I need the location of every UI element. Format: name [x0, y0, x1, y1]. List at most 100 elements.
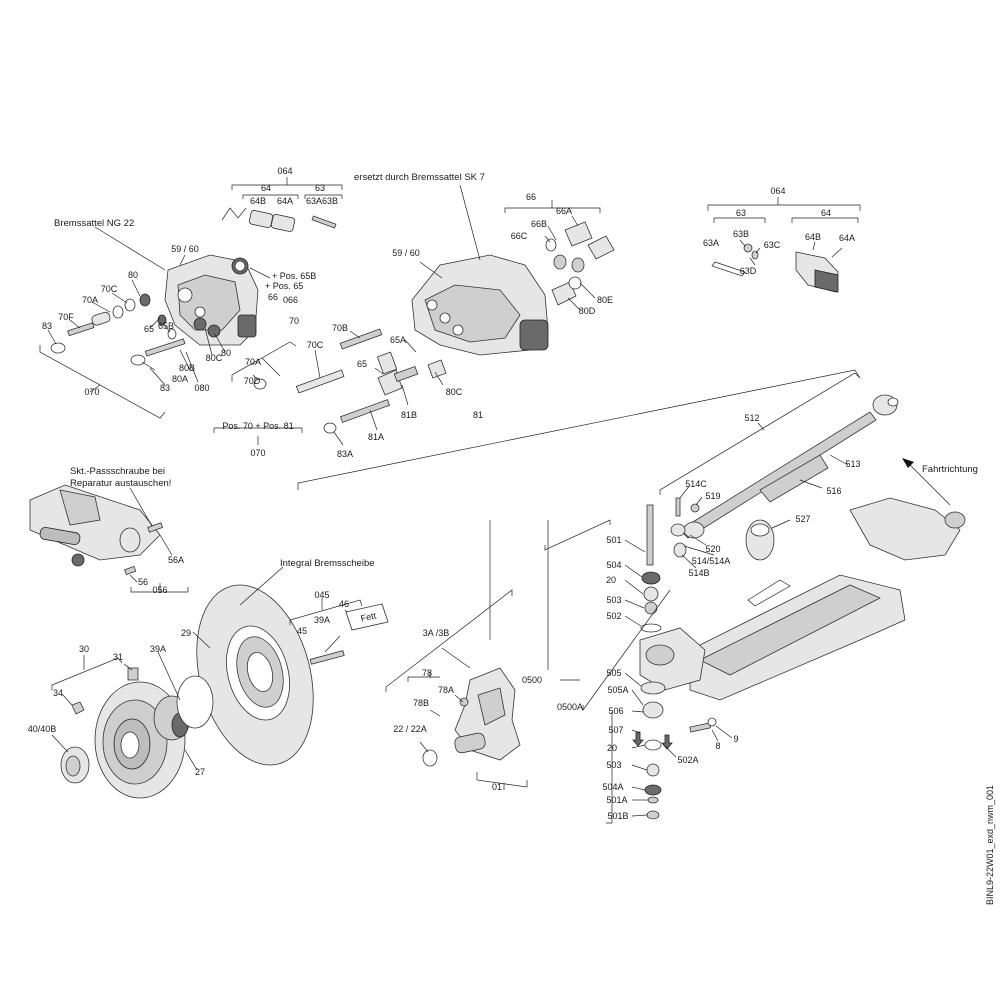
seal-ring: [644, 739, 662, 751]
document-id: BINL9-22W01_exd_nwm_001: [985, 785, 995, 905]
label-83: 83: [42, 321, 52, 331]
brake-pad: [270, 214, 296, 232]
label-63C: 63C: [764, 240, 781, 250]
label-31: 31: [113, 652, 123, 662]
label-66B: 66B: [531, 219, 547, 229]
label-27: 27: [195, 767, 205, 777]
label-502: 502: [606, 611, 621, 621]
cover: [640, 681, 666, 695]
label-63: 63: [736, 208, 746, 218]
label-80E: 80E: [597, 295, 613, 305]
label-78: 78: [422, 668, 432, 678]
bushing: [545, 238, 557, 252]
label-507: 507: [608, 725, 623, 735]
label-30: 30: [79, 644, 89, 654]
stub-axle: [454, 732, 486, 754]
label-integral-disc: Integral Bremsscheibe: [280, 558, 375, 569]
label-01: 01: [492, 782, 502, 792]
label-64B: 64B: [250, 196, 266, 206]
pad-pin: [311, 215, 337, 229]
label-45: 45: [297, 626, 307, 636]
label-80C: 80C: [446, 387, 463, 397]
label-66C: 66C: [511, 231, 528, 241]
steering-knuckle-right: [849, 497, 961, 561]
bearing: [644, 784, 662, 796]
label-070: 070: [84, 387, 99, 397]
label-59-60: 59 / 60: [171, 244, 199, 254]
label-pos65b: + Pos. 65B: [272, 271, 316, 281]
brake-pad: [248, 210, 274, 228]
bushing: [643, 586, 659, 602]
label-grease: Fett: [360, 610, 378, 623]
label-045: 045: [314, 590, 329, 600]
label-39A: 39A: [150, 644, 166, 654]
part-labels: 064 64 63 64B 64A 63A63B Bremssattel NG …: [28, 166, 995, 905]
spring: [427, 359, 447, 379]
label-503: 503: [606, 760, 621, 770]
label-66: 66: [268, 292, 278, 302]
boot: [551, 281, 577, 306]
pin: [393, 365, 419, 383]
label-63A63B: 63A63B: [306, 196, 338, 206]
cap: [571, 257, 585, 273]
label-64A: 64A: [277, 196, 293, 206]
label-64: 64: [261, 183, 271, 193]
label-80A: 80A: [172, 374, 188, 384]
thrust-washer: [644, 601, 658, 615]
label-504: 504: [606, 560, 621, 570]
label-502A: 502A: [677, 755, 698, 765]
label-516: 516: [826, 486, 841, 496]
label-65B: 65B: [158, 321, 174, 331]
label-527: 527: [795, 514, 810, 524]
label-65: 65: [357, 359, 367, 369]
guide-pin: [67, 322, 95, 337]
piston: [376, 351, 398, 375]
wheel-stud: [309, 650, 345, 665]
label-bolt-note-1: Skt.-Passschraube bei: [70, 466, 165, 477]
seal-ring: [640, 623, 662, 633]
label-40-40B: 40/40B: [28, 724, 57, 734]
brake-disc-group: [192, 566, 389, 766]
tie-rod-end: [683, 521, 705, 539]
label-20: 20: [606, 575, 616, 585]
guide-pin: [144, 338, 186, 357]
caliper-sk7-group: [213, 184, 861, 490]
label-506: 506: [608, 706, 623, 716]
axle-beam-group: [544, 372, 966, 824]
arrow-marker: [661, 734, 673, 750]
cap: [323, 422, 337, 434]
label-63B: 63B: [733, 229, 749, 239]
label-78B: 78B: [413, 698, 429, 708]
label-3A-3B: 3A /3B: [423, 628, 450, 638]
label-64: 64: [821, 208, 831, 218]
label-504A: 504A: [602, 782, 623, 792]
label-064: 064: [277, 166, 292, 176]
label-56A: 56A: [168, 555, 184, 565]
label-70D: 70D: [244, 376, 261, 386]
wheel-hub-group: [51, 651, 214, 799]
arrow-marker: [632, 731, 644, 747]
label-20: 20: [607, 743, 617, 753]
label-0500A: 0500A: [557, 702, 583, 712]
label-501A: 501A: [606, 795, 627, 805]
label-80D: 80D: [579, 306, 596, 316]
label-39A: 39A: [314, 615, 330, 625]
caliper-sk7-inner: [424, 284, 521, 343]
kingpin: [646, 504, 654, 566]
label-514-514A: 514/514A: [692, 556, 731, 566]
o-ring: [176, 675, 214, 729]
label-83A: 83A: [337, 449, 353, 459]
label-81: 81: [473, 410, 483, 420]
label-83: 83: [160, 383, 170, 393]
caliper-inner: [177, 274, 241, 331]
caliper-clamp: [237, 314, 257, 338]
label-78A: 78A: [438, 685, 454, 695]
seal-ring: [568, 276, 582, 290]
grease-tag: [345, 603, 389, 631]
label-81B: 81B: [401, 410, 417, 420]
cap: [50, 342, 66, 354]
label-514B: 514B: [688, 568, 709, 578]
label-80C: 80C: [206, 353, 223, 363]
label-070: 070: [250, 448, 265, 458]
